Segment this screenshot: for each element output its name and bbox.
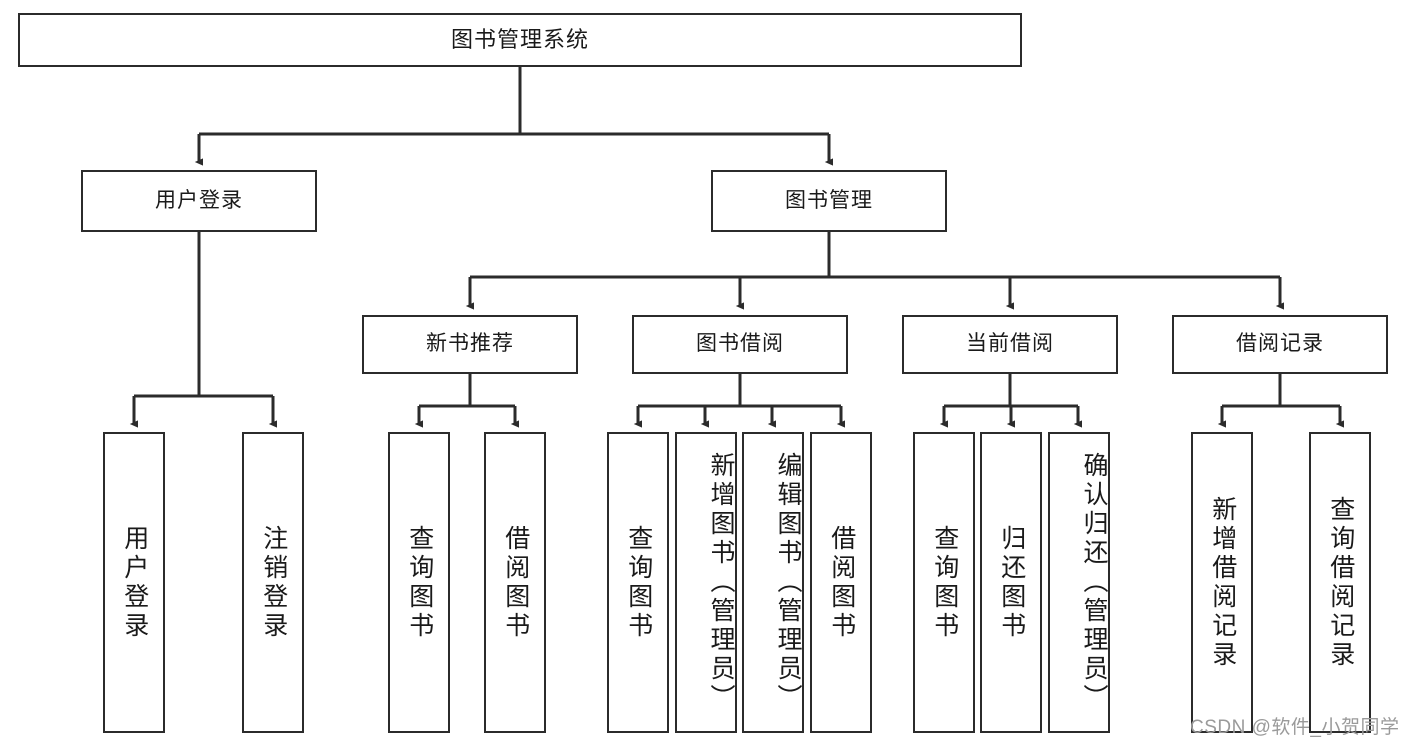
leaf-label: 查询图书 (624, 524, 653, 641)
leaf-label: 归还图书 (997, 524, 1026, 641)
node-book-management-label: 图书管理 (785, 188, 873, 212)
leaf-user-login-login[interactable]: 用户登录 (103, 432, 165, 733)
leaf-label: 查询图书 (930, 524, 959, 641)
node-borrow-record[interactable]: 借阅记录 (1172, 315, 1388, 374)
leaf-label: 编辑图书（管理员） (774, 452, 802, 713)
node-user-login-label: 用户登录 (155, 188, 243, 212)
leaf-label: 确认归还（管理员） (1080, 452, 1108, 713)
leaf-label: 查询借阅记录 (1326, 495, 1355, 670)
node-book-borrow[interactable]: 图书借阅 (632, 315, 848, 374)
node-book-management[interactable]: 图书管理 (711, 170, 947, 232)
leaf-label: 查询图书 (405, 524, 434, 641)
node-book-borrow-label: 图书借阅 (696, 332, 784, 356)
node-current-borrow-label: 当前借阅 (966, 332, 1054, 356)
node-borrow-record-label: 借阅记录 (1236, 332, 1324, 356)
leaf-current-query-book[interactable]: 查询图书 (913, 432, 975, 733)
leaf-label: 新增图书（管理员） (707, 452, 735, 713)
leaf-record-add-record[interactable]: 新增借阅记录 (1191, 432, 1253, 733)
leaf-label: 借阅图书 (501, 524, 530, 641)
leaf-borrow-edit-book-admin[interactable]: 编辑图书（管理员） (742, 432, 804, 733)
leaf-new-book-query[interactable]: 查询图书 (388, 432, 450, 733)
leaf-borrow-add-book-admin[interactable]: 新增图书（管理员） (675, 432, 737, 733)
leaf-record-query-record[interactable]: 查询借阅记录 (1309, 432, 1371, 733)
leaf-current-return-book[interactable]: 归还图书 (980, 432, 1042, 733)
node-new-book-recommend-label: 新书推荐 (426, 332, 514, 356)
node-new-book-recommend[interactable]: 新书推荐 (362, 315, 578, 374)
leaf-label: 注销登录 (259, 524, 288, 641)
leaf-new-book-borrow[interactable]: 借阅图书 (484, 432, 546, 733)
leaf-borrow-borrow-book[interactable]: 借阅图书 (810, 432, 872, 733)
node-user-login[interactable]: 用户登录 (81, 170, 317, 232)
leaf-label: 借阅图书 (827, 524, 856, 641)
node-current-borrow[interactable]: 当前借阅 (902, 315, 1118, 374)
node-root-label: 图书管理系统 (450, 27, 589, 53)
leaf-borrow-query-book[interactable]: 查询图书 (607, 432, 669, 733)
watermark: CSDN @软件_小贺同学 (1190, 717, 1400, 738)
leaf-current-confirm-return-admin[interactable]: 确认归还（管理员） (1048, 432, 1110, 733)
leaf-user-login-logout[interactable]: 注销登录 (242, 432, 304, 733)
leaf-label: 新增借阅记录 (1208, 495, 1237, 670)
node-root[interactable]: 图书管理系统 (18, 13, 1022, 67)
leaf-label: 用户登录 (120, 524, 149, 641)
